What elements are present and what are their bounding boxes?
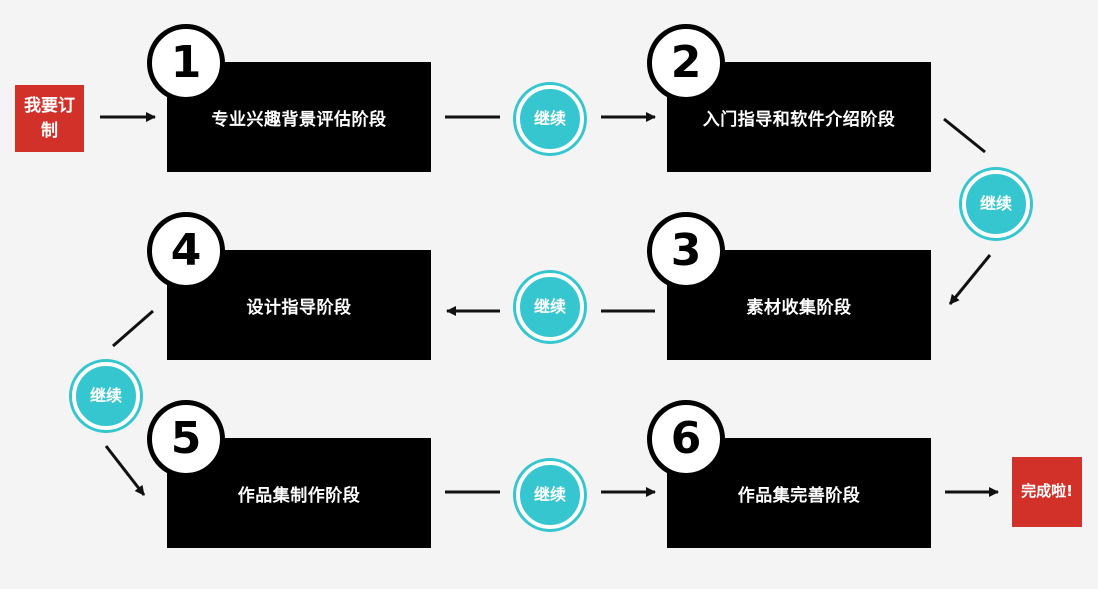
start-label: 我要订制 — [24, 95, 75, 141]
step-6-label: 作品集完善阶段 — [737, 485, 861, 506]
step-2-box: 2 入门指导和软件介绍阶段 — [647, 24, 931, 172]
continue-circle-5: 继续 — [516, 461, 584, 529]
continue-circle-3: 继续 — [516, 273, 584, 341]
end-label: 完成啦! — [1021, 482, 1073, 501]
step-1-box: 1 专业兴趣背景评估阶段 — [147, 24, 431, 172]
step-5-number-badge: 5 — [147, 400, 225, 478]
end-box: 完成啦! — [1012, 457, 1082, 527]
step-1-label: 专业兴趣背景评估阶段 — [211, 109, 387, 130]
step-1-number: 1 — [170, 37, 202, 88]
step-5-label: 作品集制作阶段 — [237, 485, 361, 506]
continue-label-2: 继续 — [979, 194, 1012, 213]
step-1-number-badge: 1 — [147, 24, 225, 102]
step-4-number-badge: 4 — [147, 212, 225, 290]
continue-label-4: 继续 — [89, 386, 122, 405]
arrow-continue-2-to-step-3 — [948, 254, 992, 305]
continue-circle-2: 继续 — [962, 170, 1030, 238]
step-6-number-badge: 6 — [647, 400, 725, 478]
arrow-continue-4-to-step-5 — [104, 445, 146, 496]
step-3-label: 素材收集阶段 — [746, 297, 852, 318]
step-2-label: 入门指导和软件介绍阶段 — [702, 109, 896, 130]
step-5-number: 5 — [170, 413, 202, 464]
step-3-box: 3 素材收集阶段 — [647, 212, 931, 360]
continue-label-3: 继续 — [533, 297, 566, 316]
step-5-box: 5 作品集制作阶段 — [147, 400, 431, 548]
step-6-box: 6 作品集完善阶段 — [647, 400, 931, 548]
step-2-number: 2 — [670, 37, 702, 88]
continue-circle-1: 继续 — [516, 85, 584, 153]
step-6-number: 6 — [670, 413, 702, 464]
step-2-number-badge: 2 — [647, 24, 725, 102]
line-step-2-to-continue-2 — [943, 117, 986, 154]
step-4-number: 4 — [170, 225, 202, 276]
start-box: 我要订制 — [15, 85, 84, 152]
continue-label-5: 继续 — [533, 485, 566, 504]
step-3-number: 3 — [670, 225, 702, 276]
step-3-number-badge: 3 — [647, 212, 725, 290]
continue-circle-4: 继续 — [72, 362, 140, 430]
step-4-label: 设计指导阶段 — [246, 297, 352, 318]
line-step-4-to-continue-4 — [112, 309, 154, 348]
step-4-box: 4 设计指导阶段 — [147, 212, 431, 360]
continue-label-1: 继续 — [533, 109, 566, 128]
